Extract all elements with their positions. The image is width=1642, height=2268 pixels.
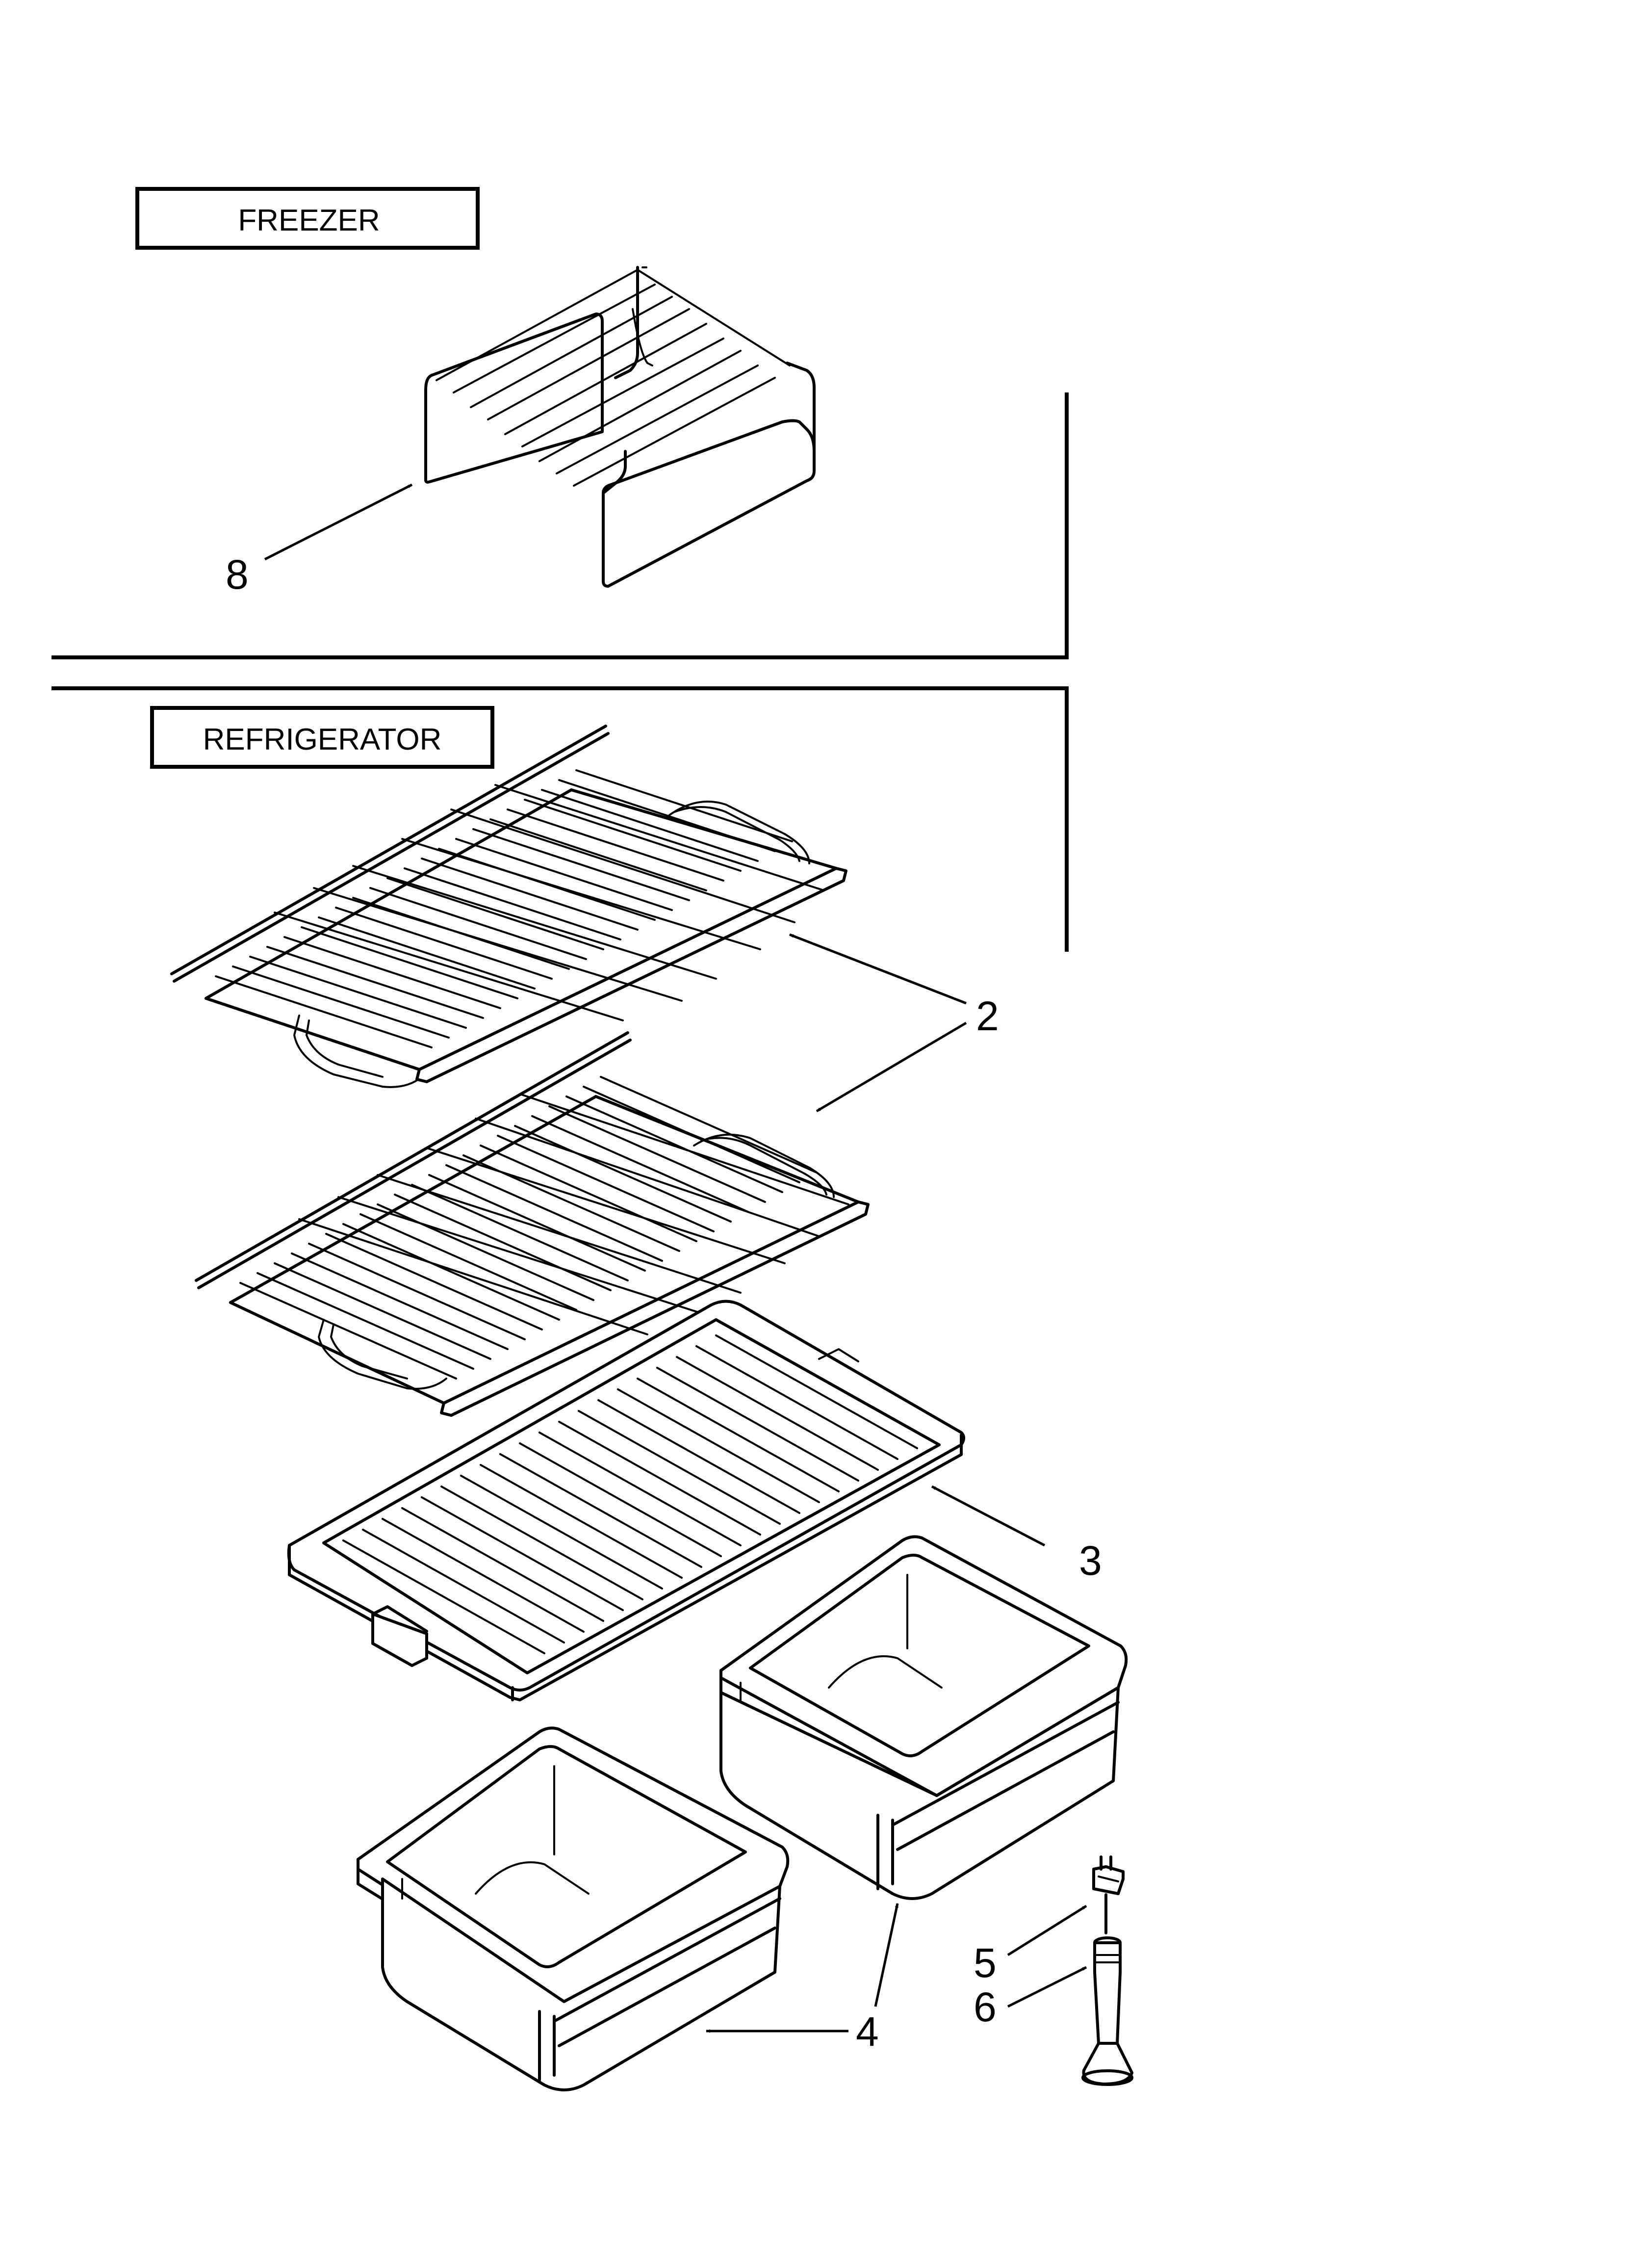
callout-3-leader [931, 1485, 1046, 1547]
freezer-label-box: FREEZER [135, 187, 480, 250]
callout-4-leader-b [874, 1903, 899, 2007]
wire-shelf-bottom-wires [239, 1076, 818, 1380]
refrigerator-label: REFRIGERATOR [203, 723, 442, 756]
refrigerator-label-box: REFRIGERATOR [150, 706, 494, 769]
callout-6: 6 [974, 1984, 997, 2030]
freezer-section: FREEZER [51, 187, 1069, 659]
wire-shelf-bottom [195, 1031, 870, 1417]
callout-2: 2 [976, 993, 999, 1039]
wire-shelf-top [170, 725, 847, 1088]
callout-6-leader [1007, 1966, 1087, 2008]
callout-8: 8 [226, 551, 249, 598]
freezer-label: FREEZER [238, 204, 380, 237]
callout-8-leader [264, 483, 413, 561]
crisper-drawer-right [719, 1535, 1128, 1900]
crisper-drawer-left [357, 1726, 790, 2091]
callout-5: 5 [974, 1940, 997, 1986]
freezer-shelf [424, 266, 816, 588]
screw [1092, 1855, 1125, 1934]
callout-5-leader [1007, 1904, 1087, 1956]
wire-shelf-top-wires [215, 769, 793, 1048]
crisper-cover [287, 1300, 965, 1701]
callout-2-leader-b [816, 1021, 967, 1113]
crisper-cover-slats [342, 1334, 918, 1654]
freezer-divider [51, 392, 1069, 659]
refrigerator-divider [51, 686, 1069, 952]
leveling-leg [1081, 1936, 1133, 2086]
callout-4: 4 [856, 2008, 879, 2055]
freezer-shelf-wires [436, 266, 791, 487]
callout-3: 3 [1079, 1538, 1102, 1584]
refrigerator-section: REFRIGERATOR [51, 686, 1133, 2091]
callout-2-leader-a [789, 933, 967, 1005]
